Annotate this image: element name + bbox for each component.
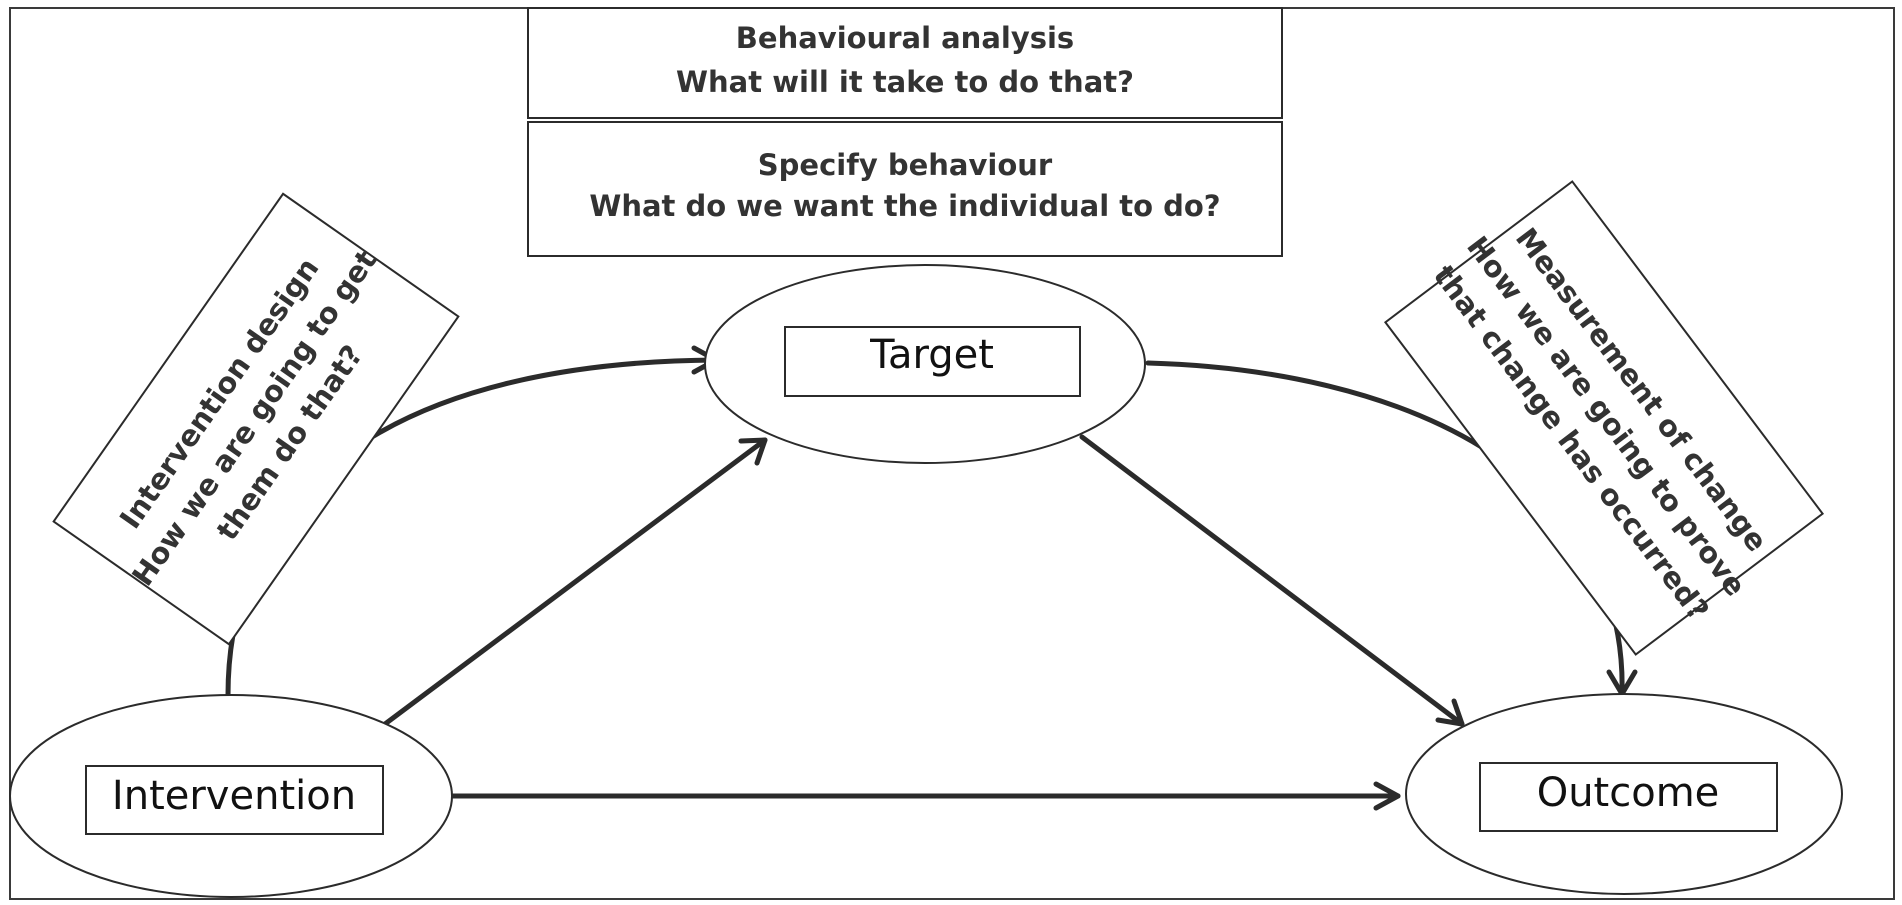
specify-behaviour-title: Specify behaviour — [758, 148, 1053, 182]
behavioural-analysis-rect — [527, 7, 1283, 119]
outcome-node: Outcome — [1405, 693, 1843, 895]
specify-behaviour-question: What do we want the individual to do? — [589, 189, 1220, 223]
target-label-box — [784, 326, 1081, 397]
intervention-label-box — [85, 765, 384, 835]
arrowhead-outcome-direct — [1373, 781, 1401, 811]
outcome-label-box — [1479, 762, 1778, 832]
intervention-design-rect — [52, 192, 460, 646]
measurement-of-change-rect — [1383, 180, 1825, 656]
outcome-label: Outcome — [1537, 770, 1720, 816]
arrowhead-outcome-straight — [1435, 698, 1465, 727]
intervention-label: Intervention — [112, 773, 356, 819]
specify-behaviour-box: Specify behaviour What do we want the in… — [527, 121, 1283, 257]
behavioural-analysis-title: Behavioural analysis — [736, 21, 1074, 55]
arrowhead-target-straight — [738, 437, 768, 466]
target-node: Target — [704, 264, 1146, 464]
edge-target-to-outcome-straight — [1079, 434, 1465, 727]
behavioural-analysis-question: What will it take to do that? — [676, 65, 1134, 99]
intervention-node: Intervention — [9, 694, 453, 898]
specify-behaviour-rect — [527, 121, 1283, 257]
target-label: Target — [869, 332, 994, 378]
behavioural-analysis-box: Behavioural analysis What will it take t… — [527, 7, 1283, 119]
edge-intervention-to-target-straight — [382, 437, 768, 727]
measurement-of-change-box: Measurement of change How we are going t… — [1383, 180, 1825, 656]
